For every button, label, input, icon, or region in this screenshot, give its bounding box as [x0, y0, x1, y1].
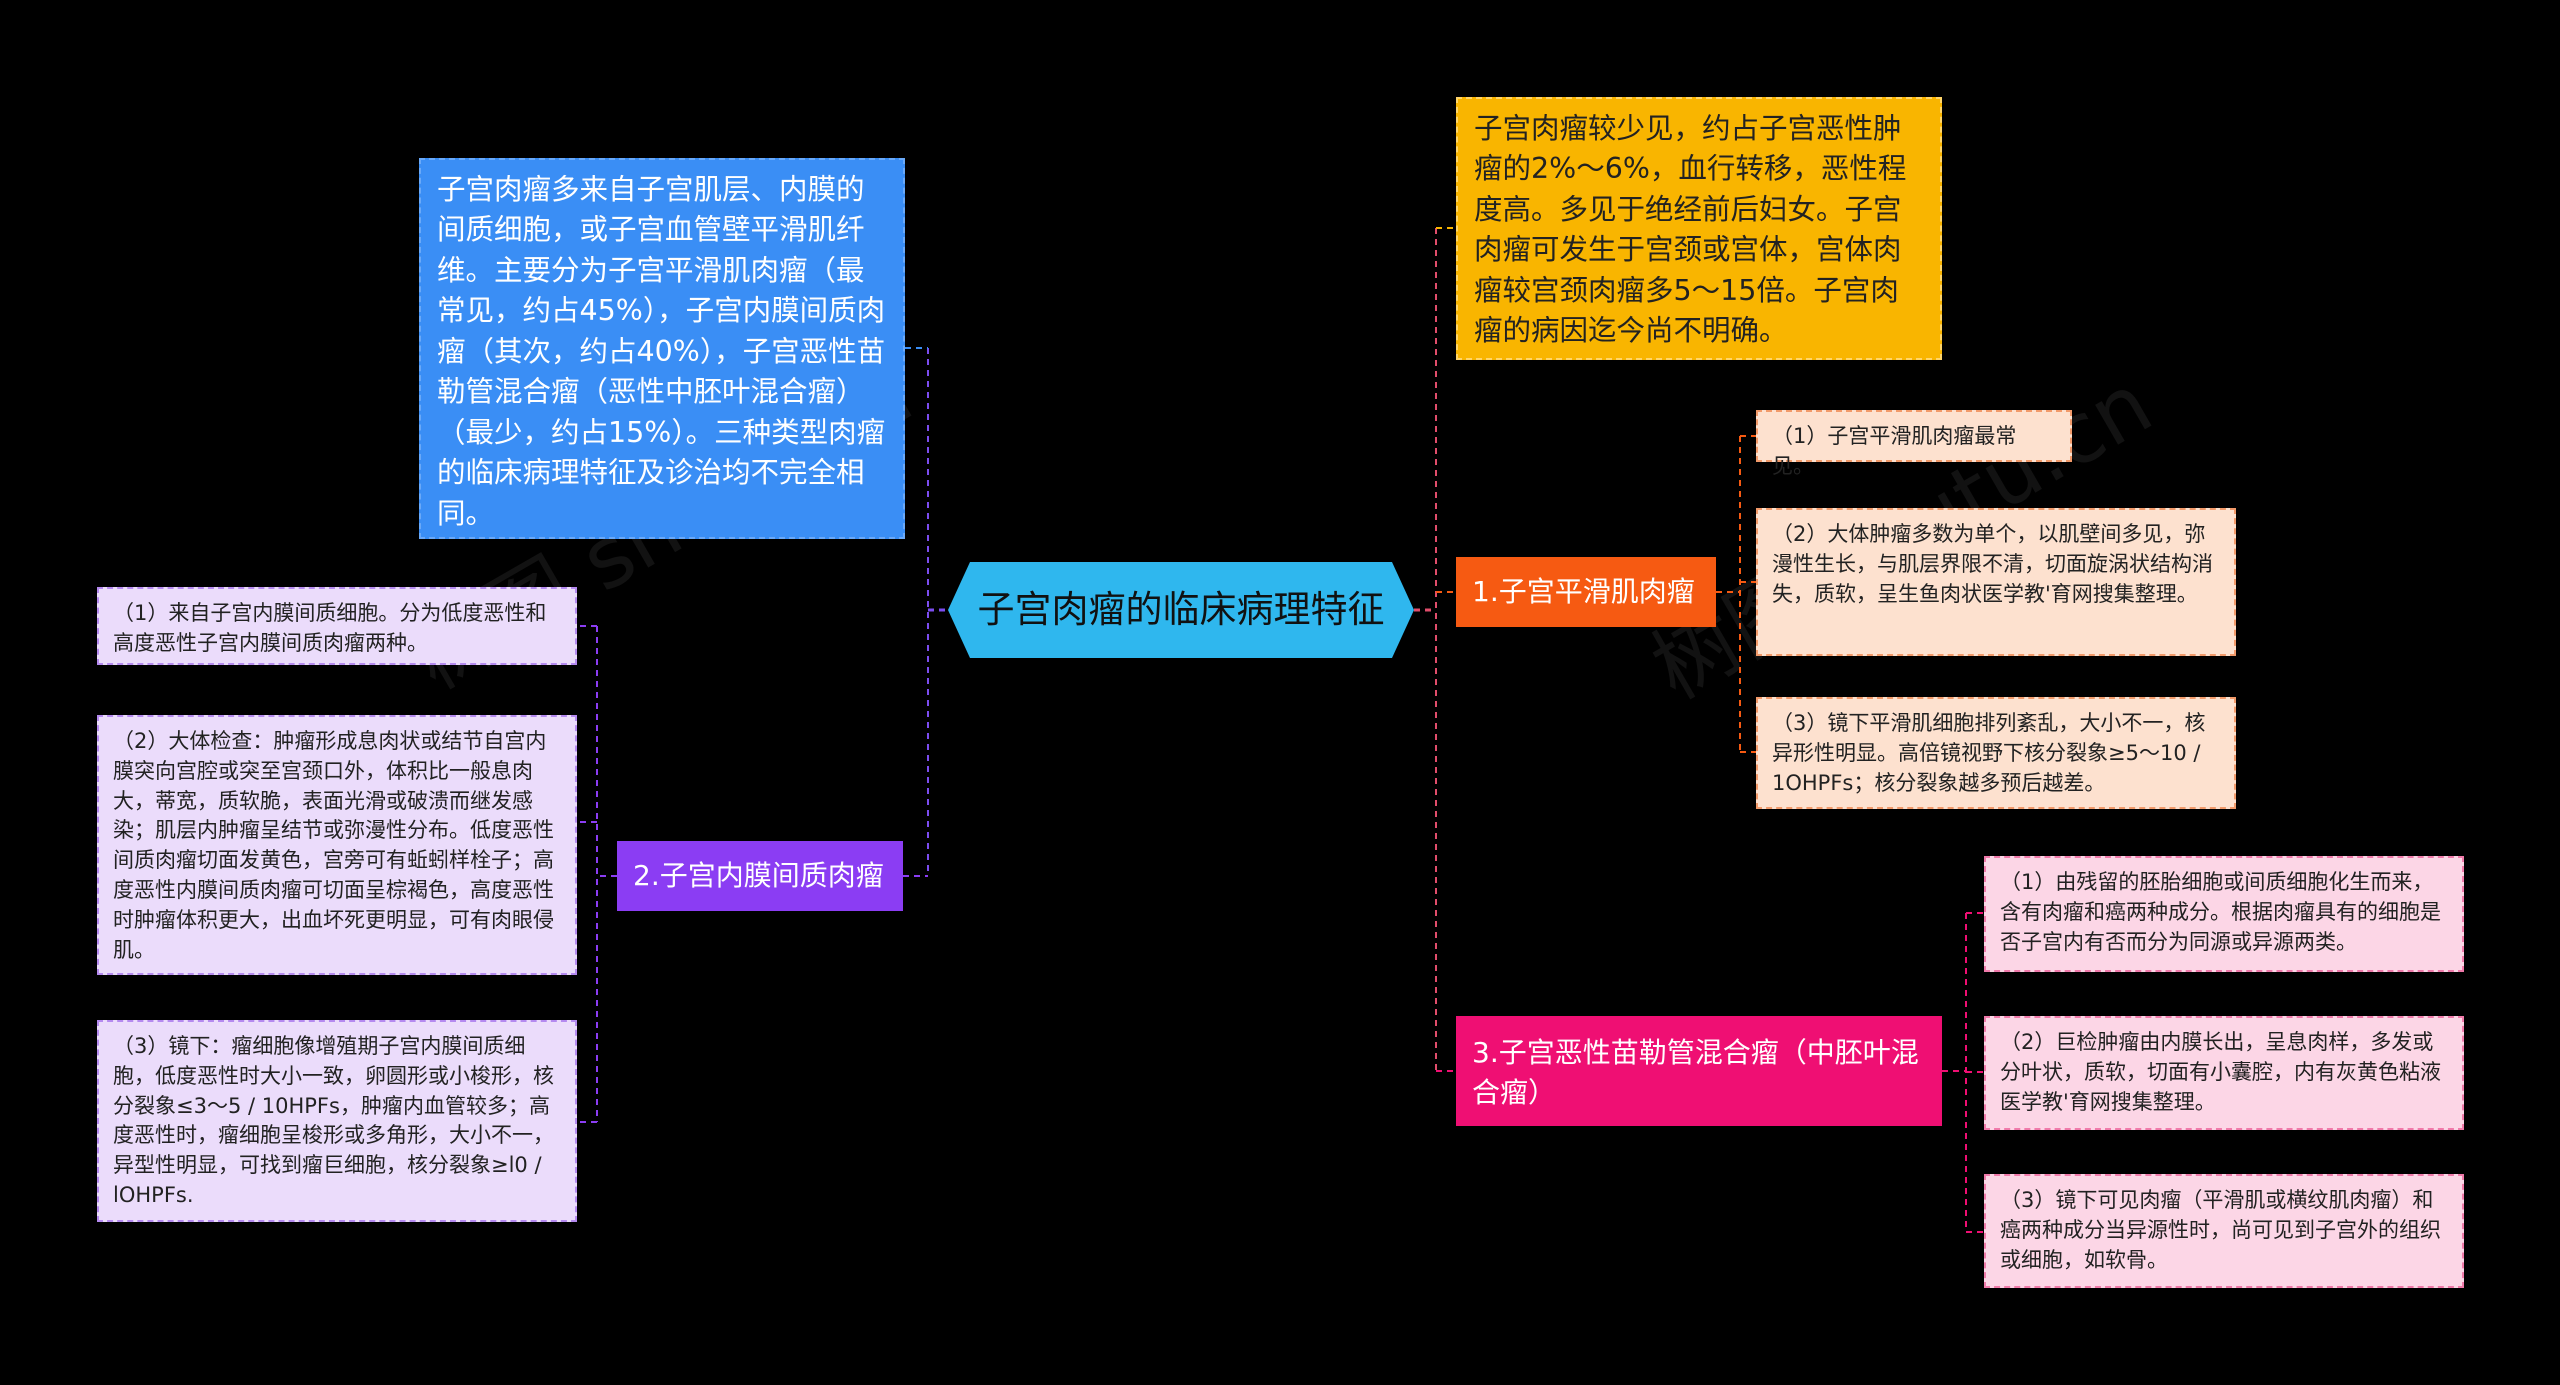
- leaf-b2-2[interactable]: （2）大体检查：肿瘤形成息肉状或结节自宫内膜突向宫腔或突至宫颈口外，体积比一般息…: [97, 715, 577, 975]
- leaf-b3-1[interactable]: （1）由残留的胚胎细胞或间质细胞化生而来，含有肉瘤和癌两种成分。根据肉瘤具有的细…: [1984, 856, 2464, 972]
- leaf-b2-1[interactable]: （1）来自子宫内膜间质细胞。分为低度恶性和高度恶性子宫内膜间质肉瘤两种。: [97, 587, 577, 665]
- general-note[interactable]: 子宫肉瘤较少见，约占子宫恶性肿瘤的2%～6%，血行转移，恶性程度高。多见于绝经前…: [1456, 97, 1942, 360]
- leaf-text: （1）子宫平滑肌肉瘤最常见。: [1772, 424, 2017, 478]
- leaf-text: （3）镜下平滑肌细胞排列紊乱，大小不一，核异形性明显。高倍镜视野下核分裂象≥5～…: [1772, 711, 2206, 795]
- leaf-b1-1[interactable]: （1）子宫平滑肌肉瘤最常见。: [1756, 410, 2072, 478]
- leaf-b3-3[interactable]: （3）镜下可见肉瘤（平滑肌或横纹肌肉瘤）和癌两种成分当异源性时，尚可见到子宫外的…: [1984, 1174, 2464, 1288]
- leaf-text: （1）由残留的胚胎细胞或间质细胞化生而来，含有肉瘤和癌两种成分。根据肉瘤具有的细…: [2000, 870, 2441, 954]
- branch-label: 2.子宫内膜间质肉瘤: [633, 859, 884, 893]
- central-topic-label: 子宫肉瘤的临床病理特征: [977, 587, 1385, 631]
- general-note-text: 子宫肉瘤较少见，约占子宫恶性肿瘤的2%～6%，血行转移，恶性程度高。多见于绝经前…: [1474, 112, 1907, 348]
- branch-label: 1.子宫平滑肌肉瘤: [1472, 575, 1695, 609]
- leaf-b1-2[interactable]: （2）大体肿瘤多数为单个，以肌壁间多见，弥漫性生长，与肌层界限不清，切面旋涡状结…: [1756, 508, 2236, 656]
- overview-note[interactable]: 子宫肉瘤多来自子宫肌层、内膜的间质细胞，或子宫血管壁平滑肌纤维。主要分为子宫平滑…: [419, 158, 905, 539]
- leaf-text: （1）来自子宫内膜间质细胞。分为低度恶性和高度恶性子宫内膜间质肉瘤两种。: [113, 601, 547, 655]
- leaf-b1-3[interactable]: （3）镜下平滑肌细胞排列紊乱，大小不一，核异形性明显。高倍镜视野下核分裂象≥5～…: [1756, 697, 2236, 809]
- leaf-b3-2[interactable]: （2）巨检肿瘤由内膜长出，呈息肉样，多发或分叶状，质软，切面有小囊腔，内有灰黄色…: [1984, 1016, 2464, 1130]
- branch-smooth-muscle-sarcoma[interactable]: 1.子宫平滑肌肉瘤: [1456, 557, 1716, 627]
- leaf-b2-3[interactable]: （3）镜下：瘤细胞像增殖期子宫内膜间质细胞，低度恶性时大小一致，卵圆形或小梭形，…: [97, 1020, 577, 1222]
- branch-mixed-mullerian-tumor[interactable]: 3.子宫恶性苗勒管混合瘤（中胚叶混合瘤）: [1456, 1016, 1942, 1126]
- central-topic[interactable]: 子宫肉瘤的临床病理特征: [948, 562, 1414, 658]
- leaf-text: （2）大体肿瘤多数为单个，以肌壁间多见，弥漫性生长，与肌层界限不清，切面旋涡状结…: [1772, 522, 2213, 606]
- leaf-text: （2）巨检肿瘤由内膜长出，呈息肉样，多发或分叶状，质软，切面有小囊腔，内有灰黄色…: [2000, 1030, 2441, 1114]
- leaf-text: （2）大体检查：肿瘤形成息肉状或结节自宫内膜突向宫腔或突至宫颈口外，体积比一般息…: [113, 729, 554, 962]
- branch-endometrial-stromal-sarcoma[interactable]: 2.子宫内膜间质肉瘤: [617, 841, 903, 911]
- branch-label: 3.子宫恶性苗勒管混合瘤（中胚叶混合瘤）: [1472, 1036, 1919, 1109]
- leaf-text: （3）镜下可见肉瘤（平滑肌或横纹肌肉瘤）和癌两种成分当异源性时，尚可见到子宫外的…: [2000, 1188, 2441, 1272]
- leaf-text: （3）镜下：瘤细胞像增殖期子宫内膜间质细胞，低度恶性时大小一致，卵圆形或小梭形，…: [113, 1034, 554, 1208]
- overview-note-text: 子宫肉瘤多来自子宫肌层、内膜的间质细胞，或子宫血管壁平滑肌纤维。主要分为子宫平滑…: [437, 173, 886, 530]
